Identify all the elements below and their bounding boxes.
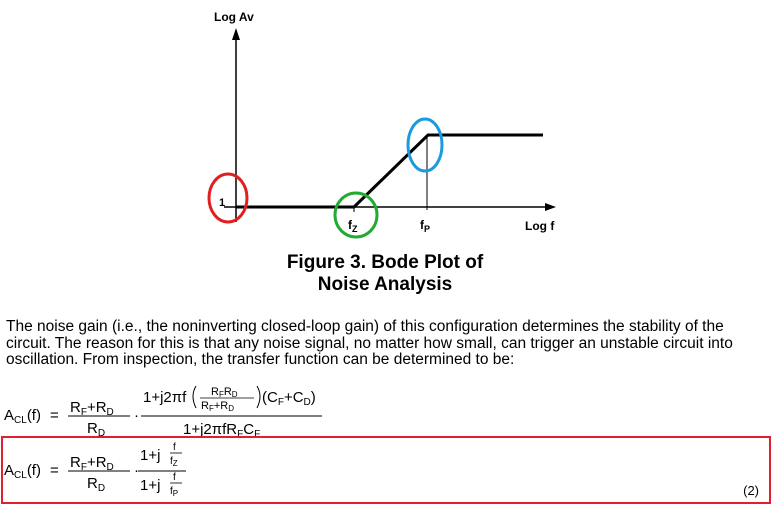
caption-line-2: Noise Analysis [317, 274, 453, 295]
fp-label: fP [420, 218, 430, 234]
eq1-big-denominator: 1+j2πfRFCF [183, 421, 260, 436]
eq2-fraction-numerator: RF+RD [70, 454, 114, 473]
transfer-function-equation-2: ACL(f) = RF+RD RD · 1+j f fZ 1+j f fP [4, 442, 186, 498]
paragraph-line-1: The noise gain (i.e., the noninverting c… [6, 318, 724, 335]
y-axis-arrow [232, 28, 240, 40]
eq1-equals: = [50, 407, 59, 424]
bode-plot: Log Av Log f 1 fZ fP [207, 10, 556, 239]
body-paragraph: The noise gain (i.e., the noninverting c… [6, 318, 768, 369]
paragraph-line-2: circuit. The reason for this is that any… [6, 334, 733, 352]
svg-text:fZ: fZ [170, 456, 178, 468]
svg-text:fP: fP [170, 486, 178, 498]
gain-curve [236, 133, 543, 209]
eq2-equals: = [50, 462, 59, 479]
unity-gain-label: 1 [219, 197, 225, 209]
zero-frequency-highlight [333, 191, 379, 239]
caption-line-1: Figure 3. Bode Plot of [286, 252, 484, 273]
eq1-big-numerator: 1+j2πf [143, 389, 187, 406]
unity-gain-highlight [207, 172, 249, 224]
svg-text:RFRD: RFRD [211, 386, 238, 399]
eq2-fraction-denominator: RD [87, 475, 105, 494]
pole-frequency-highlight [406, 117, 444, 173]
svg-text:(CF+CD): (CF+CD) [262, 389, 316, 408]
equation-number: (2) [743, 483, 759, 498]
y-axis-label: Log Av [214, 10, 254, 24]
eq1-lhs: ACL(f) [4, 407, 41, 426]
eq1-dot: · [134, 407, 139, 424]
paragraph-line-3: oscillation. From inspection, the transf… [6, 351, 515, 368]
eq1-fraction-numerator: RF+RD [70, 399, 114, 418]
svg-text:RF+RD: RF+RD [201, 400, 234, 413]
x-axis-label: Log f [525, 219, 555, 233]
figure-caption: Figure 3. Bode Plot of Noise Analysis [240, 252, 530, 296]
transfer-function-equation-1: ACL(f) = RF+RD RD · 1+j2πf RFRD RF+RD (C… [4, 385, 322, 436]
x-axis-arrow [545, 203, 556, 211]
fz-label: fZ [348, 218, 358, 234]
eq2-denominator: 1+j [140, 477, 160, 494]
eq2-numerator: 1+j [140, 447, 160, 464]
eq1-fraction-denominator: RD [87, 420, 105, 436]
svg-text:f: f [173, 472, 176, 483]
svg-text:f: f [173, 442, 176, 453]
equation-2-highlight-box: (2) [1, 436, 771, 504]
eq2-dot: · [134, 462, 139, 479]
eq2-lhs: ACL(f) [4, 462, 41, 481]
